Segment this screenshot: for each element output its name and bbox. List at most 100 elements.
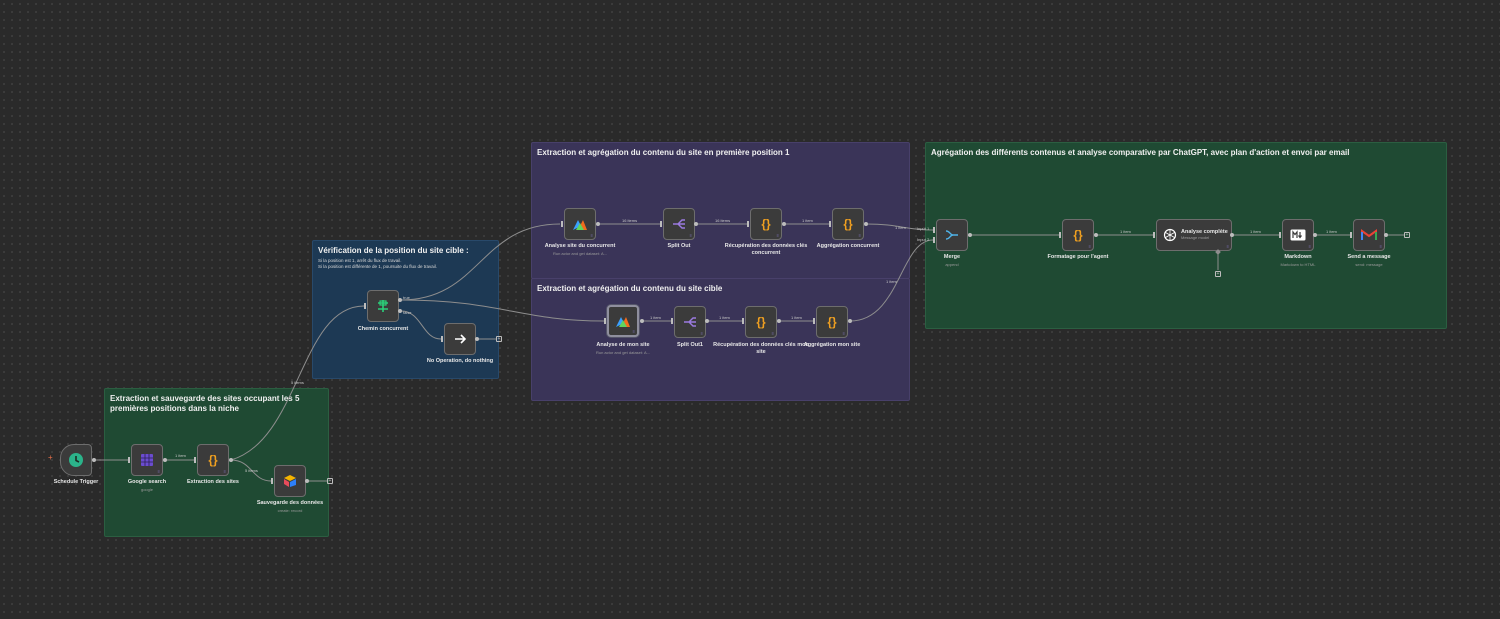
input-handle[interactable] — [1350, 232, 1352, 238]
chemin-concurrent-node[interactable] — [367, 290, 399, 322]
edge-label: 1 item — [886, 279, 897, 284]
output-handle[interactable] — [848, 319, 852, 323]
output-handle[interactable] — [1230, 233, 1234, 237]
analyse-mon-site-node[interactable]: ≡ — [607, 305, 639, 337]
add-node-icon[interactable]: + — [327, 478, 333, 484]
node-label: No Operation, do nothing — [426, 358, 494, 364]
node-label: Aggrégation mon site — [803, 342, 861, 348]
node-badge: ≡ — [223, 469, 226, 474]
edge-label: 1 item — [895, 225, 906, 230]
edge-label: 16 items — [622, 218, 638, 223]
noop-node[interactable] — [444, 323, 476, 355]
split-out1-node[interactable]: ≡ — [674, 306, 706, 338]
output-handle[interactable] — [305, 479, 309, 483]
input-handle[interactable] — [1279, 232, 1281, 238]
node-label: Extraction des sites — [187, 479, 239, 485]
extraction-sites-node[interactable]: {} ≡ — [197, 444, 229, 476]
input-handle[interactable] — [271, 478, 273, 484]
input-handle[interactable] — [441, 336, 443, 342]
output-handle[interactable] — [782, 222, 786, 226]
output-handle[interactable] — [705, 319, 709, 323]
output-handle[interactable] — [640, 319, 644, 323]
node-badge: ≡ — [590, 233, 593, 238]
output-handle[interactable] — [229, 458, 233, 462]
output-handle[interactable] — [475, 337, 479, 341]
agg-mon-site-node[interactable]: {} ≡ — [816, 306, 848, 338]
false-output-handle[interactable] — [398, 309, 402, 313]
output-handle[interactable] — [92, 458, 96, 462]
output-handle[interactable] — [596, 222, 600, 226]
formatage-node[interactable]: {} ≡ — [1062, 219, 1094, 251]
sauvegarde-node[interactable] — [274, 465, 306, 497]
agg-concurrent-node[interactable]: {} ≡ — [832, 208, 864, 240]
output-handle[interactable] — [163, 458, 167, 462]
input-handle[interactable] — [742, 318, 744, 324]
input-2-handle[interactable] — [933, 237, 935, 243]
markdown-icon — [1290, 229, 1306, 241]
add-node-icon[interactable]: + — [1404, 232, 1410, 238]
input-handle[interactable] — [829, 221, 831, 227]
input-handle[interactable] — [604, 318, 606, 324]
split-icon — [684, 317, 696, 327]
input-1-handle[interactable] — [933, 227, 935, 233]
output-handle[interactable] — [864, 222, 868, 226]
edge-label: 5 items — [245, 468, 258, 473]
sticky-title: Extraction et sauvegarde des sites occup… — [110, 394, 300, 413]
input-handle[interactable] — [194, 457, 196, 463]
recup-concurrent-node[interactable]: {} ≡ — [750, 208, 782, 240]
analyse-complete-node[interactable]: Analyse complète Message model ≡ — [1156, 219, 1232, 251]
input-handle[interactable] — [364, 303, 366, 309]
node-badge: ≡ — [1226, 244, 1229, 249]
output-handle[interactable] — [1313, 233, 1317, 237]
schedule-trigger-node[interactable] — [60, 444, 92, 476]
add-model-icon[interactable]: + — [1215, 271, 1221, 277]
google-search-node[interactable]: ≡ — [131, 444, 163, 476]
openai-icon — [1163, 228, 1177, 242]
node-label: Récupération des données clés mon site — [713, 342, 809, 355]
markdown-node[interactable]: ≡ — [1282, 219, 1314, 251]
code-braces-icon: {} — [208, 453, 218, 467]
split-out-node[interactable]: ≡ — [663, 208, 695, 240]
input-handle[interactable] — [1059, 232, 1061, 238]
input-handle[interactable] — [660, 221, 662, 227]
sticky-title: Agrégation des différents contenus et an… — [931, 148, 1350, 157]
sticky-site-cible[interactable]: Extraction et agrégation du contenu du s… — [531, 278, 910, 401]
output-handle[interactable] — [777, 319, 781, 323]
node-badge: ≡ — [776, 233, 779, 238]
input-handle[interactable] — [747, 221, 749, 227]
input-handle[interactable] — [128, 457, 130, 463]
true-output-handle[interactable] — [398, 298, 402, 302]
node-badge: ≡ — [858, 233, 861, 238]
node-badge: ≡ — [689, 233, 692, 238]
output-handle[interactable] — [968, 233, 972, 237]
send-message-node[interactable]: ≡ — [1353, 219, 1385, 251]
node-label: Formatage pour l'agent — [1047, 254, 1109, 260]
output-handle[interactable] — [1384, 233, 1388, 237]
input-handle[interactable] — [671, 318, 673, 324]
analyse-concurrent-node[interactable]: ≡ — [564, 208, 596, 240]
input-handle[interactable] — [561, 221, 563, 227]
node-label: Récupération des données clés concurrent — [724, 243, 808, 256]
edge-label: 1 item — [175, 453, 186, 458]
output-handle[interactable] — [694, 222, 698, 226]
edge-label: 1 item — [802, 218, 813, 223]
output-handle[interactable] — [1094, 233, 1098, 237]
merge-node[interactable] — [936, 219, 968, 251]
node-badge: ≡ — [771, 331, 774, 336]
recup-mon-site-node[interactable]: {} ≡ — [745, 306, 777, 338]
add-trigger-icon[interactable]: + — [48, 453, 53, 462]
input-handle[interactable] — [1153, 232, 1155, 238]
arrow-right-icon — [455, 334, 467, 344]
edge-label: 1 item — [1326, 229, 1337, 234]
add-node-icon[interactable]: + — [496, 336, 502, 342]
code-braces-icon: {} — [756, 315, 766, 329]
apify-icon — [616, 317, 630, 327]
edge-label: 1 item — [719, 315, 730, 320]
if-icon — [378, 300, 388, 312]
input-handle[interactable] — [813, 318, 815, 324]
